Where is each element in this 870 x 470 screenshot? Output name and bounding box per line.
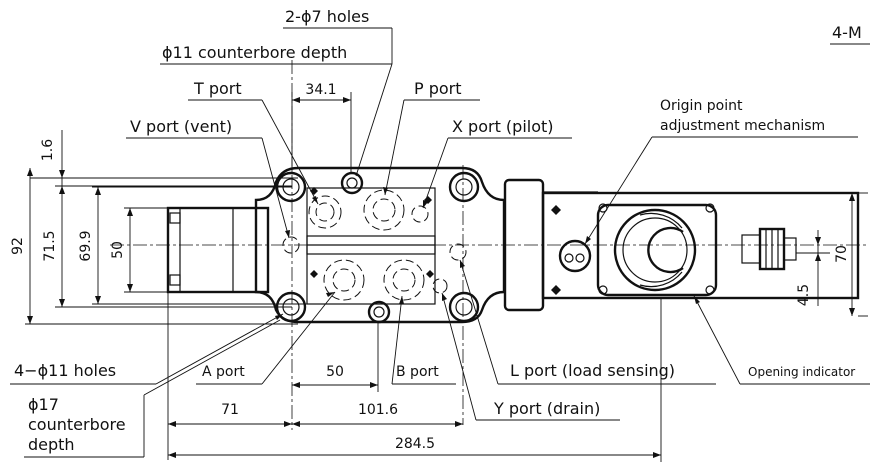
dim-34-1: 34.1 bbox=[291, 82, 352, 172]
callout-x-port: X port (pilot) bbox=[422, 117, 572, 209]
label-t-port: T port bbox=[193, 79, 242, 98]
amplifier-housing bbox=[541, 191, 860, 300]
dim-69-9-label: 69.9 bbox=[78, 230, 94, 261]
label-phi17: ϕ17 bbox=[28, 395, 59, 414]
left-end-cap bbox=[166, 206, 270, 294]
label-4-phi11-holes: 4−ϕ11 holes bbox=[14, 361, 116, 380]
label-phi11-counterbore: ϕ11 counterbore depth bbox=[162, 43, 347, 62]
b-port-circle bbox=[383, 259, 425, 301]
label-origin-line1: Origin point bbox=[660, 98, 743, 114]
origin-adjust-knob bbox=[558, 239, 592, 273]
label-counterbore: counterbore bbox=[28, 415, 126, 434]
label-4-m-partial: 4-M bbox=[832, 23, 862, 42]
dim-70: 70 bbox=[834, 192, 868, 317]
dim-101-6-label: 101.6 bbox=[358, 402, 398, 418]
housing-screws bbox=[551, 205, 561, 295]
v-port-circle bbox=[282, 236, 300, 254]
label-l-port: L port (load sensing) bbox=[510, 361, 675, 380]
dim-69-9: 69.9 bbox=[78, 186, 307, 305]
dim-284-5: 284.5 bbox=[168, 298, 662, 462]
callout-t-port: T port bbox=[188, 79, 319, 205]
dim-284-5-label: 284.5 bbox=[395, 436, 435, 452]
a-port-circle bbox=[323, 259, 365, 301]
callout-origin-adjust: Origin point adjustment mechanism bbox=[584, 98, 858, 245]
label-origin-line2: adjustment mechanism bbox=[660, 118, 825, 134]
label-b-port: B port bbox=[396, 364, 439, 380]
locating-pins bbox=[310, 187, 434, 278]
p-port-circle bbox=[363, 189, 405, 231]
label-y-port: Y port (drain) bbox=[493, 399, 600, 418]
callout-p-port: P port bbox=[383, 79, 480, 196]
callout-opening-indicator: Opening indicator bbox=[693, 295, 870, 385]
dim-71: 71 bbox=[167, 292, 292, 460]
callout-a-port: A port bbox=[196, 291, 336, 385]
dim-50-v-label: 50 bbox=[110, 241, 126, 259]
callout-top-right: 4-M bbox=[830, 23, 870, 45]
callout-b-port: B port bbox=[391, 295, 456, 385]
dim-4-5: 4.5 bbox=[796, 230, 830, 306]
dim-34-1-label: 34.1 bbox=[305, 82, 336, 98]
dim-4-5-label: 4.5 bbox=[796, 284, 812, 306]
callout-v-port: V port (vent) bbox=[126, 117, 290, 239]
dim-1-6-label: 1.6 bbox=[40, 139, 56, 161]
dim-50-h-label: 50 bbox=[326, 364, 344, 380]
small-hole-bottom bbox=[367, 300, 391, 324]
small-hole-top bbox=[340, 171, 364, 195]
t-port-circle bbox=[308, 195, 342, 229]
dim-101-6: 101.6 bbox=[292, 402, 463, 427]
label-2-phi7-holes: 2-ϕ7 holes bbox=[285, 7, 369, 26]
label-x-port: X port (pilot) bbox=[452, 117, 554, 136]
indicator-dial bbox=[613, 208, 697, 292]
callout-l-port: L port (load sensing) bbox=[459, 259, 716, 385]
dim-50-vertical: 50 bbox=[110, 207, 168, 293]
mounting-hole-br bbox=[448, 291, 480, 323]
dim-50-horizontal: 50 bbox=[292, 322, 379, 392]
label-opening-indicator: Opening indicator bbox=[748, 365, 855, 379]
dim-92: 92 bbox=[10, 168, 298, 325]
dim-1-6: 1.6 bbox=[30, 130, 298, 194]
label-depth: depth bbox=[28, 435, 75, 454]
x-port-circle bbox=[411, 205, 429, 223]
indicator-box bbox=[596, 203, 718, 297]
dim-70-label: 70 bbox=[834, 245, 850, 263]
dim-71-label: 71 bbox=[221, 402, 239, 418]
label-v-port: V port (vent) bbox=[130, 117, 232, 136]
dim-92-label: 92 bbox=[10, 237, 26, 255]
y-port-circle bbox=[432, 278, 448, 294]
side-connector bbox=[741, 227, 797, 271]
indicator-screws bbox=[598, 203, 715, 295]
callout-2-phi7-holes: 2-ϕ7 holes ϕ11 counterbore depth bbox=[160, 7, 393, 177]
subplate-outline bbox=[306, 187, 436, 305]
l-port-circle bbox=[449, 243, 467, 261]
label-p-port: P port bbox=[414, 79, 462, 98]
dim-71-5-label: 71.5 bbox=[42, 230, 58, 261]
dim-71-5: 71.5 bbox=[42, 186, 292, 308]
label-a-port: A port bbox=[202, 364, 245, 380]
callout-4-phi11-holes: 4−ϕ11 holes ϕ17 counterbore depth bbox=[10, 313, 284, 458]
callout-y-port: Y port (drain) bbox=[441, 292, 620, 421]
mounting-hole-tr bbox=[448, 171, 480, 203]
